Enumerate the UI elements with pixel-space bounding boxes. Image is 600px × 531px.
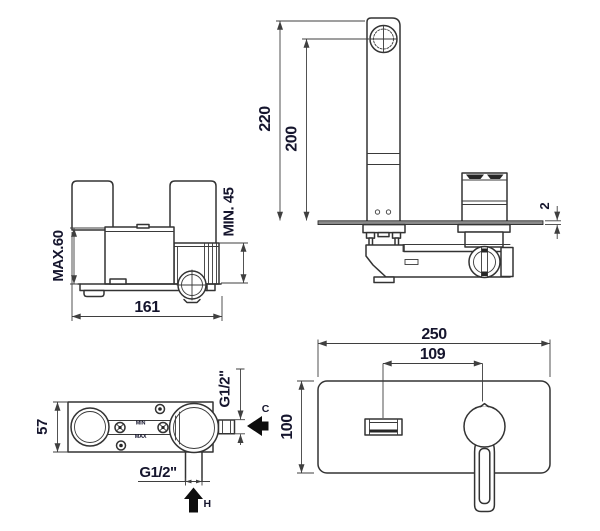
side-wall-plate bbox=[317, 220, 544, 226]
dim-2-label: 2 bbox=[537, 202, 552, 209]
dim-161-label: 161 bbox=[134, 299, 160, 316]
dim-57: 57 bbox=[34, 401, 68, 453]
side-handle bbox=[461, 172, 508, 223]
handle-knob bbox=[463, 405, 506, 448]
side-rough-in-body bbox=[362, 223, 514, 284]
dim-100: 100 bbox=[279, 380, 314, 474]
plate-handle bbox=[463, 402, 506, 513]
dim-100-label: 100 bbox=[279, 414, 296, 440]
side-spout bbox=[366, 17, 401, 223]
side-view: 220 200 2 bbox=[257, 17, 561, 284]
trim-plate bbox=[317, 380, 551, 474]
dim-2: 2 bbox=[537, 202, 561, 239]
top-cartridge-circle bbox=[168, 402, 220, 454]
dim-250-label: 250 bbox=[421, 326, 447, 343]
max-adjust-label: MAX bbox=[135, 434, 147, 440]
top-left-port-ring bbox=[70, 407, 110, 447]
cold-arrow-icon bbox=[247, 416, 269, 436]
top-screw-left bbox=[114, 421, 126, 434]
plate-spout-slot bbox=[364, 418, 403, 436]
front-rough-in-view: MAX.60 MIN. 45 161 bbox=[50, 180, 248, 321]
dim-109: 109 bbox=[382, 346, 483, 418]
dim-min45: MIN. 45 bbox=[219, 187, 248, 284]
front-valve-screw bbox=[176, 269, 208, 304]
dim-cold-thread-label: G1/2" bbox=[217, 370, 234, 408]
top-screw-right bbox=[157, 421, 169, 434]
top-view: MIN MAX 57 G1/2" C G1/2" bbox=[34, 368, 270, 513]
dim-220: 220 bbox=[257, 20, 365, 221]
dim-200: 200 bbox=[284, 38, 369, 221]
dim-250: 250 bbox=[317, 326, 551, 377]
plate-front-view: 250 109 100 bbox=[279, 326, 551, 513]
top-cold-connector bbox=[217, 419, 236, 435]
front-body-outline bbox=[71, 180, 222, 298]
dim-min45-label: MIN. 45 bbox=[221, 187, 238, 236]
dim-200-label: 200 bbox=[284, 126, 301, 152]
hot-flow-arrow: H bbox=[184, 487, 212, 513]
dim-57-label: 57 bbox=[34, 419, 51, 435]
dim-cold-thread: G1/2" bbox=[217, 368, 245, 445]
cold-flow-arrow: C bbox=[247, 403, 270, 436]
min-adjust-label: MIN bbox=[136, 421, 146, 427]
cold-flow-label: C bbox=[262, 403, 270, 415]
hot-flow-label: H bbox=[204, 498, 212, 510]
dim-max60-label: MAX.60 bbox=[50, 230, 67, 281]
hot-arrow-icon bbox=[184, 487, 203, 513]
dim-hot-thread-label: G1/2" bbox=[139, 464, 177, 481]
top-hot-outlet-pipe bbox=[184, 450, 203, 482]
dim-hot-thread: G1/2" bbox=[138, 464, 210, 486]
dim-220-label: 220 bbox=[257, 106, 274, 132]
dim-161: 161 bbox=[71, 232, 223, 321]
top-small-holes bbox=[115, 403, 166, 451]
dim-109-label: 109 bbox=[420, 346, 446, 363]
dim-max60: MAX.60 bbox=[50, 227, 105, 285]
